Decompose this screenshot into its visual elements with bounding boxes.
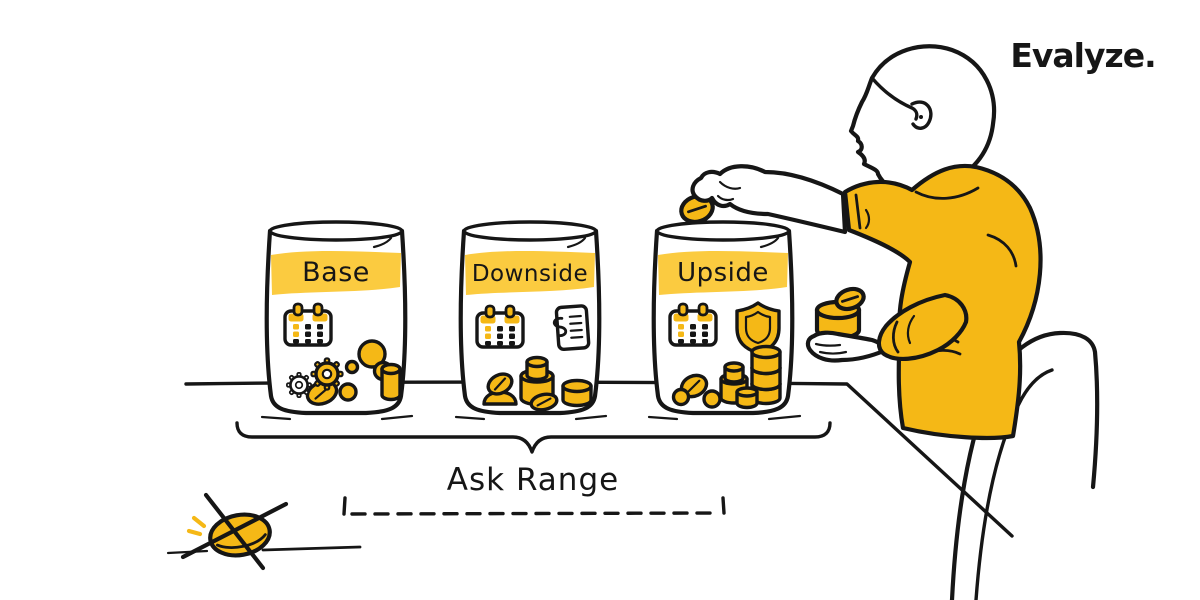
brand-logo: Evalyze. [1010,36,1155,75]
crossed-coin-icon [180,492,289,571]
spark-icon [186,528,203,537]
ask-range-label: Ask Range [447,462,619,498]
jar-base-label: Base [302,257,370,288]
jar-base: Base [264,220,408,416]
calendar-icon [283,302,333,347]
coins [482,355,593,412]
back-fold [986,233,1018,268]
jar-rim [655,220,791,242]
jar-downside-label: Downside [472,261,588,287]
ear-dot [919,115,923,119]
jar-label-band [658,251,788,295]
person-arm-reaching [690,164,848,235]
calendar-icon [475,304,525,349]
range-brace [235,421,832,454]
ear [910,100,933,130]
jar-upside-label: Upside [677,258,769,288]
gear-icon [309,356,345,392]
jar-upside: Upside [651,220,795,416]
calendar-icon [668,302,718,347]
jar-shadows [260,414,802,421]
jar-label-band [465,251,595,295]
person-hand-holding [805,330,889,363]
held-coin-stack [814,286,866,341]
invoice-icon [551,303,591,352]
coins [671,344,782,410]
ask-range-annotation: Ask Range [235,421,832,516]
cuff-line [891,320,900,354]
person-sleeve [876,292,969,361]
dashed-range-left-tick [342,496,347,516]
spark-icon [191,515,207,529]
jar-downside: Downside [458,220,602,416]
cross-line [180,501,289,560]
jar-label-band [271,251,401,295]
table-side-edge [845,382,1014,538]
ground-line-left [166,549,209,555]
cuff-line [854,193,862,230]
collar-line [914,186,980,200]
coins [305,339,402,406]
jar-rim [462,220,598,242]
gear-icon [285,371,313,399]
hair-stroke [870,76,919,121]
dashed-range-line [350,511,718,516]
jar-rim [268,220,404,242]
ground-line-right [261,545,362,552]
dashed-range-right-tick [721,496,726,515]
person [679,44,1043,440]
